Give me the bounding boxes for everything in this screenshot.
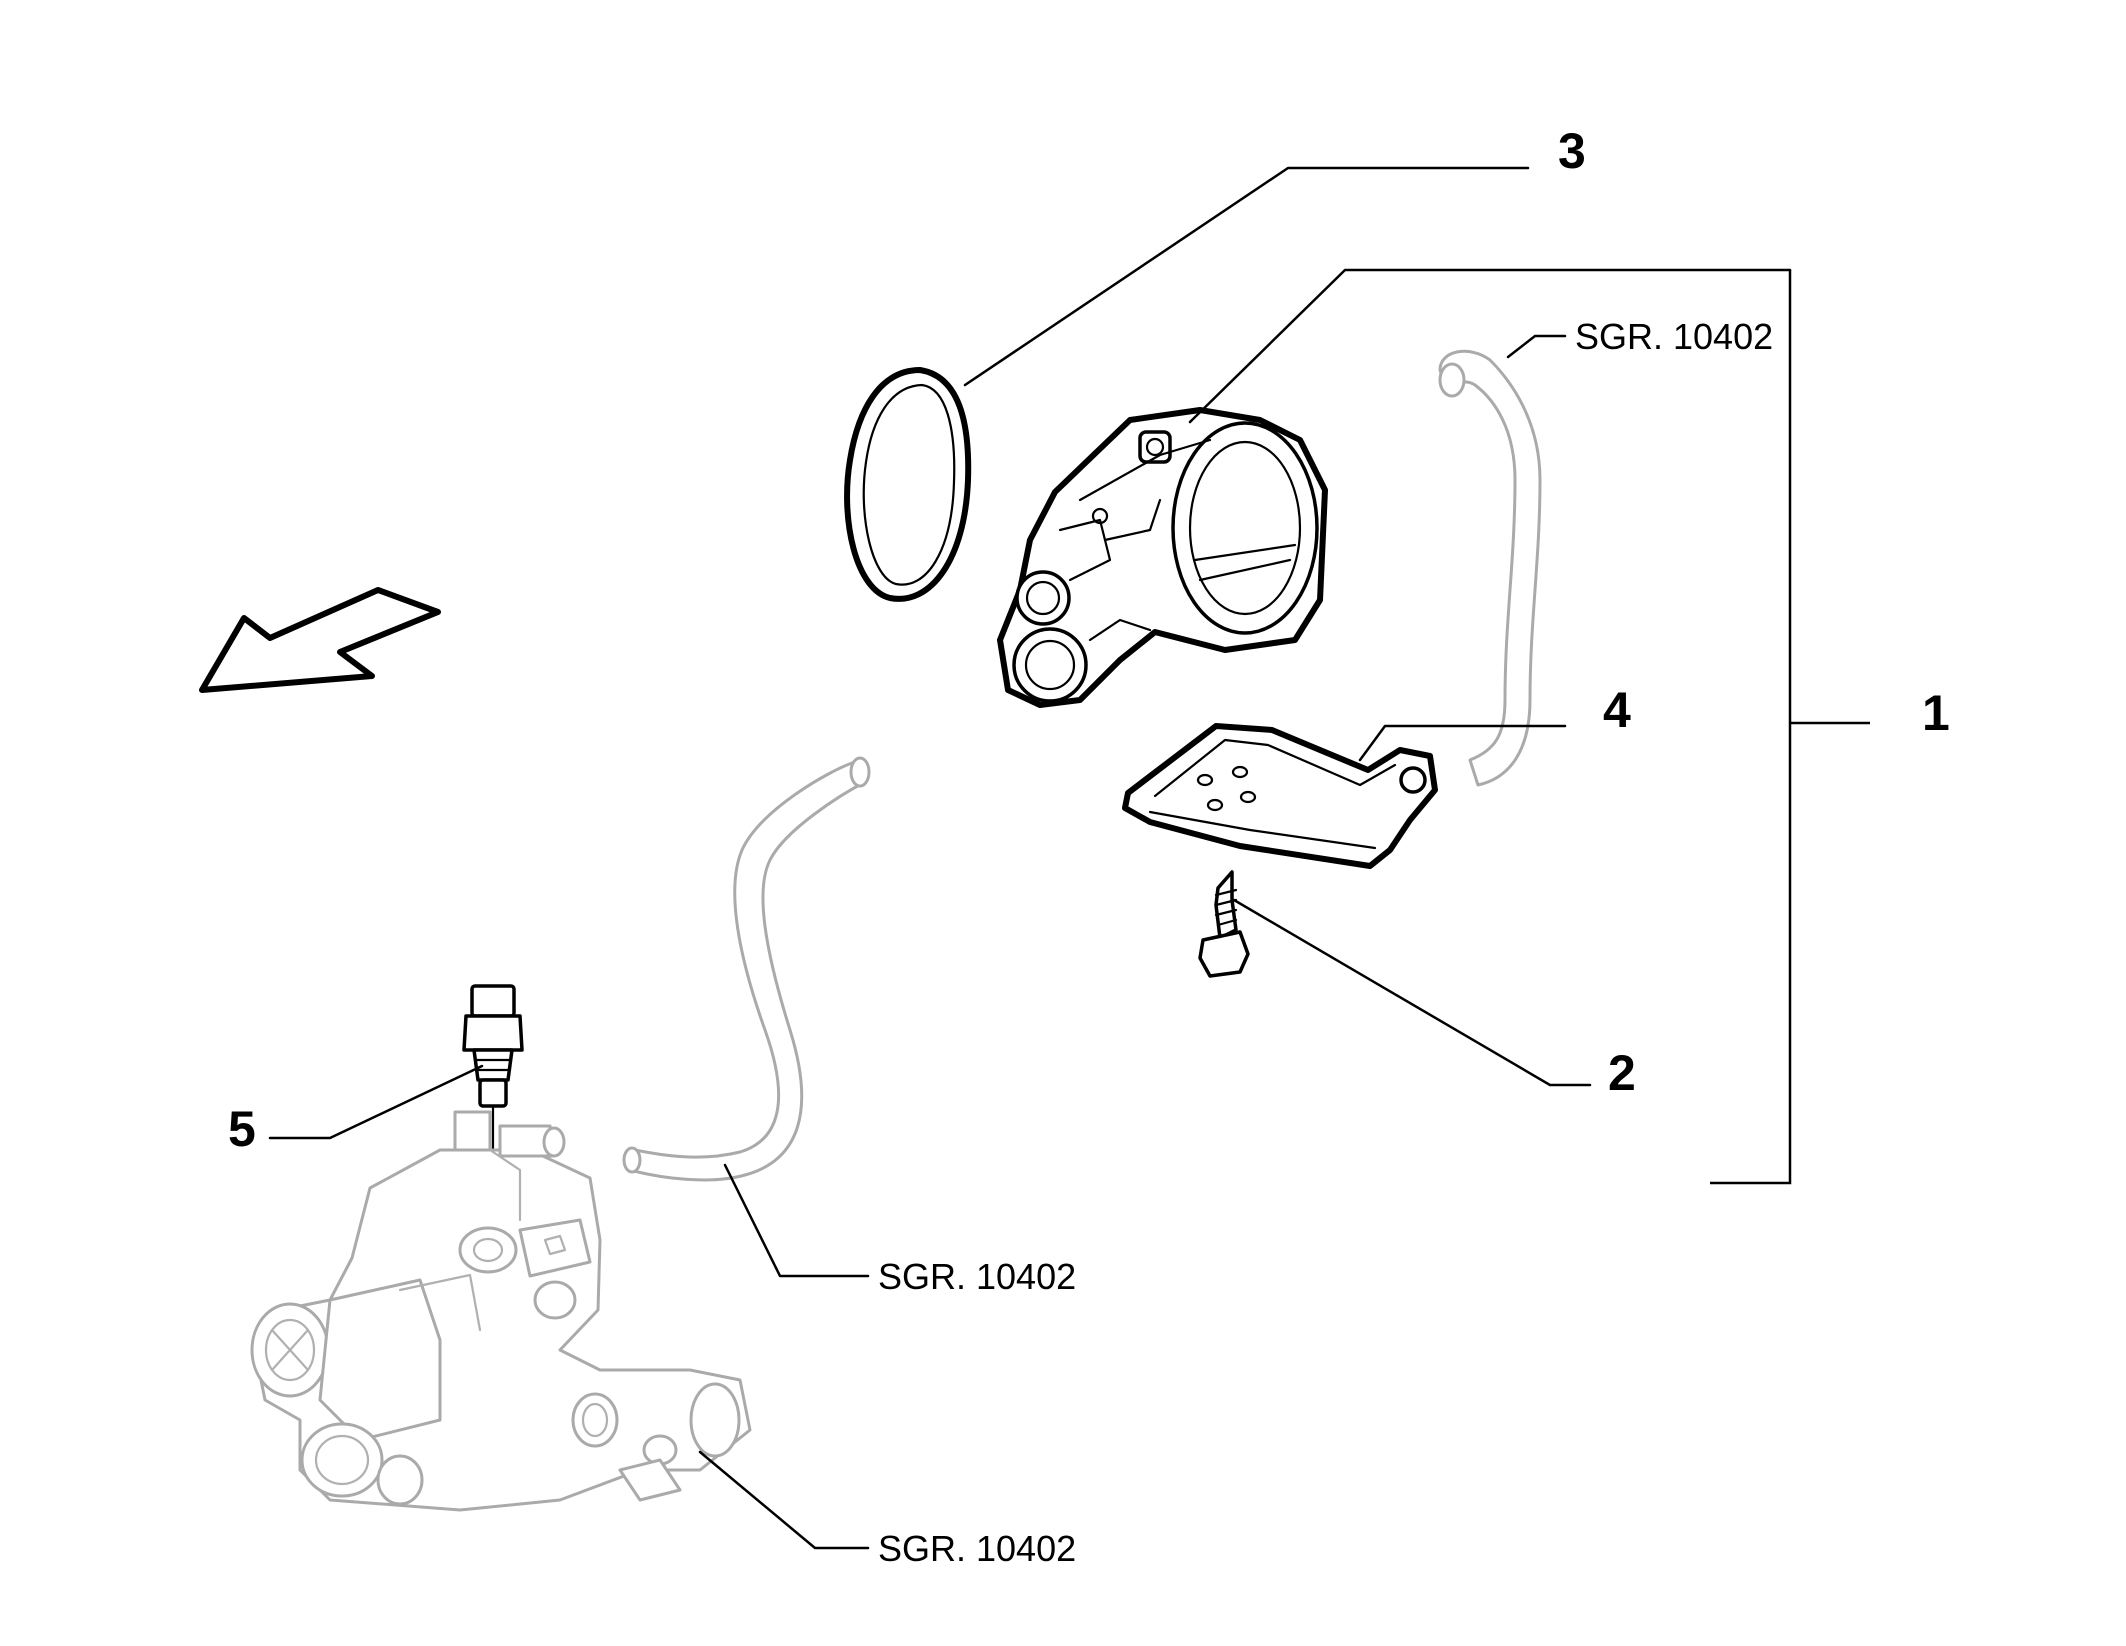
part-2-screw[interactable]: [1198, 870, 1250, 978]
callout-5: 5: [228, 1101, 256, 1157]
hose-middle: [622, 756, 871, 1182]
part-4-bracket[interactable]: [1122, 723, 1438, 869]
leader-3: [963, 166, 1530, 387]
reference-label-lower[interactable]: SGR. 10402: [878, 1528, 1076, 1569]
reference-label-upper[interactable]: SGR. 10402: [1575, 316, 1773, 357]
leader-1-throttle: [1188, 268, 1792, 424]
callout-2: 2: [1608, 1045, 1636, 1101]
part-3-gasket[interactable]: [844, 367, 972, 602]
reference-label-middle[interactable]: SGR. 10402: [878, 1256, 1076, 1297]
leader-sgr-housing: [698, 1450, 870, 1550]
leader-2: [1232, 898, 1592, 1087]
assembly-bracket: [1710, 270, 1870, 1185]
callout-4: 4: [1603, 682, 1631, 738]
hose-upper-right: [1438, 349, 1542, 787]
callout-1: 1: [1922, 685, 1950, 741]
thermostat-housing: [250, 1110, 752, 1512]
leader-4: [1358, 724, 1567, 762]
throttle-body[interactable]: [997, 407, 1328, 708]
direction-arrow-icon: [199, 587, 441, 693]
leader-sgr-hose-upper: [1506, 334, 1567, 359]
callout-3: 3: [1558, 123, 1586, 179]
part-5-temperature-sender[interactable]: [462, 984, 524, 1212]
leader-lines: [268, 166, 1870, 1550]
leader-sgr-hose-middle: [723, 1163, 870, 1278]
leader-5: [268, 1064, 484, 1140]
